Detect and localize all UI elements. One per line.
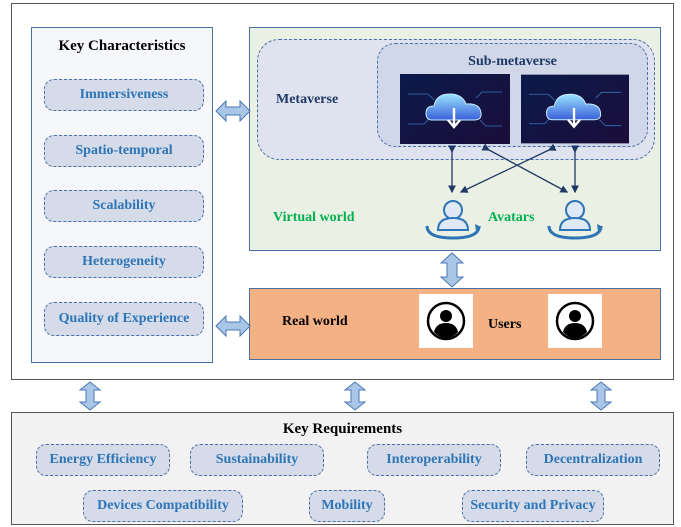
- cloud-server-icon: [400, 74, 510, 144]
- requirement-devices-compatibility: Devices Compatibility: [83, 490, 243, 522]
- user-icon: [419, 294, 473, 348]
- characteristic-spatio-temporal: Spatio-temporal: [44, 135, 204, 167]
- key-requirements-title: Key Requirements: [282, 421, 403, 437]
- cloud-server-icon: [521, 74, 629, 144]
- double-arrow-icon: [344, 381, 366, 411]
- avatar-icon: [423, 196, 483, 242]
- real-world-label: Real world: [282, 314, 348, 329]
- key-characteristics-title: Key Characteristics: [58, 38, 186, 54]
- user-icon: [548, 294, 602, 348]
- double-arrow-icon: [79, 381, 101, 411]
- characteristic-scalability: Scalability: [44, 190, 204, 222]
- virtual-world-label: Virtual world: [273, 210, 355, 225]
- double-arrow-icon: [215, 99, 251, 123]
- requirement-energy-efficiency: Energy Efficiency: [36, 444, 170, 476]
- avatars-label: Avatars: [488, 210, 535, 225]
- characteristic-immersiveness: Immersiveness: [44, 79, 204, 111]
- avatar-icon: [545, 196, 605, 242]
- characteristic-heterogeneity: Heterogeneity: [44, 246, 204, 278]
- metaverse-label: Metaverse: [276, 92, 339, 107]
- requirement-decentralization: Decentralization: [526, 444, 660, 476]
- double-arrow-icon: [215, 314, 251, 338]
- double-arrow-icon: [440, 252, 464, 288]
- connection-arrows: [448, 143, 579, 194]
- double-arrow-icon: [590, 381, 612, 411]
- characteristic-quality-of-experience: Quality of Experience: [44, 302, 204, 336]
- requirement-sustainability: Sustainability: [190, 444, 324, 476]
- sub-metaverse-label: Sub-metaverse: [468, 54, 557, 69]
- requirement-mobility: Mobility: [309, 490, 385, 522]
- requirement-security-and-privacy: Security and Privacy: [462, 490, 604, 522]
- requirement-interoperability: Interoperability: [367, 444, 501, 476]
- users-label: Users: [488, 317, 522, 332]
